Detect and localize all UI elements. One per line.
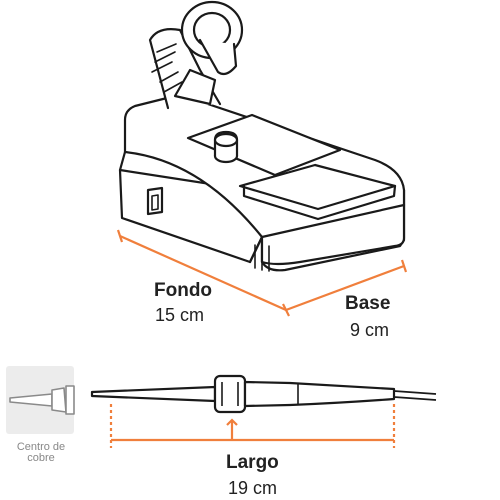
caption-line-1: Centro de bbox=[16, 441, 66, 453]
temperature-knob bbox=[213, 130, 239, 164]
soldering-station-drawing bbox=[118, 0, 406, 272]
iron-cable bbox=[393, 390, 437, 401]
iron-tip bbox=[90, 385, 217, 403]
caption-line-2: cobre bbox=[27, 452, 55, 464]
largo-label: Largo bbox=[226, 452, 279, 473]
base-dimension-line bbox=[285, 259, 408, 312]
control-panel bbox=[186, 113, 342, 177]
copper-tip-thumbnail bbox=[6, 366, 75, 434]
copper-tip-caption: Centro de cobre bbox=[6, 442, 76, 464]
fondo-label: Fondo bbox=[154, 280, 213, 301]
largo-dimension-line bbox=[109, 404, 396, 448]
base-label: Base bbox=[345, 293, 391, 314]
fondo-value: 15 cm bbox=[155, 305, 205, 325]
base-value: 9 cm bbox=[350, 320, 390, 340]
largo-value: 19 cm bbox=[228, 478, 278, 498]
iron-holder bbox=[148, 0, 244, 110]
iron-collar bbox=[213, 374, 247, 414]
iron-handle bbox=[243, 380, 396, 408]
soldering-iron-drawing bbox=[90, 374, 437, 414]
